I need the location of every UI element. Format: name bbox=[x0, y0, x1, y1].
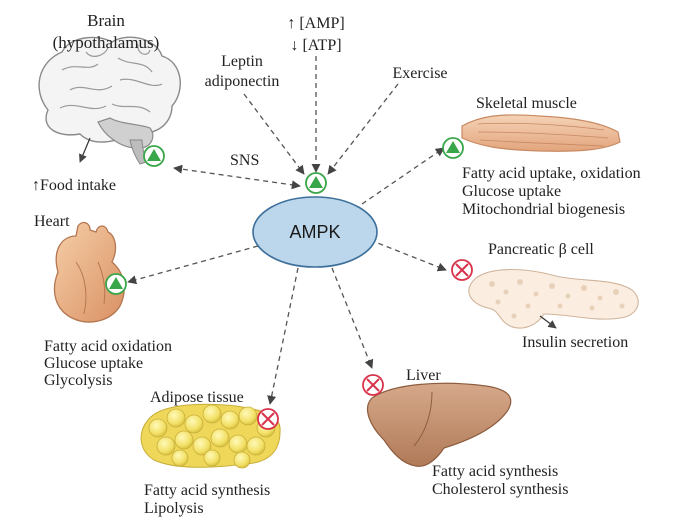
liver-title: Liver bbox=[406, 367, 441, 384]
ampk-to-pancreas-arrow bbox=[369, 239, 447, 272]
muscle-effect-1: Fatty acid uptake, oxidation bbox=[462, 165, 641, 182]
heart-activate-icon bbox=[105, 273, 127, 295]
pancreas-to-insulin-arrow bbox=[539, 315, 557, 329]
liver-inhibit-icon bbox=[362, 374, 384, 396]
brain-activate-icon bbox=[143, 145, 165, 167]
ampk-label: AMPK bbox=[289, 222, 340, 242]
muscle-activate-icon bbox=[442, 137, 464, 159]
exercise-label: Exercise bbox=[392, 65, 447, 82]
adiponectin-label: adiponectin bbox=[205, 73, 280, 90]
brain-to-food-intake-arrow bbox=[79, 137, 91, 163]
amp-label: ↑ [AMP] bbox=[287, 15, 344, 32]
heart-effect-1: Fatty acid oxidation bbox=[44, 338, 172, 355]
adipose-illustration bbox=[140, 403, 281, 469]
ampk-node: AMPK bbox=[252, 196, 378, 268]
skeletal-muscle-title: Skeletal muscle bbox=[476, 95, 577, 112]
adipose-effect-1: Fatty acid synthesis bbox=[144, 482, 270, 499]
ampk-activate-icon bbox=[305, 172, 327, 194]
insulin-secretion-label: Insulin secretion bbox=[522, 334, 628, 351]
muscle-effect-2: Glucose uptake bbox=[462, 183, 561, 200]
liver-illustration bbox=[367, 382, 512, 467]
heart-illustration bbox=[53, 221, 125, 323]
ampk-to-heart-arrow bbox=[127, 245, 259, 285]
adipose-inhibit-icon bbox=[257, 408, 279, 430]
atp-label: ↓ [ATP] bbox=[290, 37, 341, 54]
ampk-to-adipose-arrow bbox=[267, 267, 299, 405]
adipose-effect-2: Lipolysis bbox=[144, 500, 204, 517]
brain-subtitle: (hypothalamus) bbox=[53, 33, 160, 52]
liver-effect-2: Cholesterol synthesis bbox=[432, 481, 568, 498]
adipose-title: Adipose tissue bbox=[150, 389, 244, 406]
sns-arrow bbox=[173, 164, 301, 190]
leptin-label: Leptin bbox=[221, 53, 263, 70]
ampk-to-muscle-arrow bbox=[361, 147, 445, 205]
exercise-arrow bbox=[327, 83, 399, 175]
arrows bbox=[127, 56, 447, 405]
muscle-effect-3: Mitochondrial biogenesis bbox=[462, 201, 625, 218]
pancreas-title: Pancreatic β cell bbox=[488, 241, 594, 258]
ampk-to-liver-arrow bbox=[331, 267, 374, 369]
brain-illustration bbox=[38, 36, 181, 165]
heart-effect-2: Glucose uptake bbox=[44, 355, 143, 372]
skeletal-muscle-illustration bbox=[461, 114, 621, 152]
food-intake-label: ↑Food intake bbox=[32, 177, 116, 194]
pancreas-inhibit-icon bbox=[451, 259, 473, 281]
leptin-arrow bbox=[243, 93, 305, 175]
heart-effect-3: Glycolysis bbox=[44, 372, 112, 389]
heart-title: Heart bbox=[34, 213, 70, 230]
brain-title: Brain bbox=[87, 11, 125, 30]
liver-effect-1: Fatty acid synthesis bbox=[432, 463, 558, 480]
sns-label: SNS bbox=[230, 152, 259, 169]
pancreas-illustration bbox=[468, 268, 639, 329]
